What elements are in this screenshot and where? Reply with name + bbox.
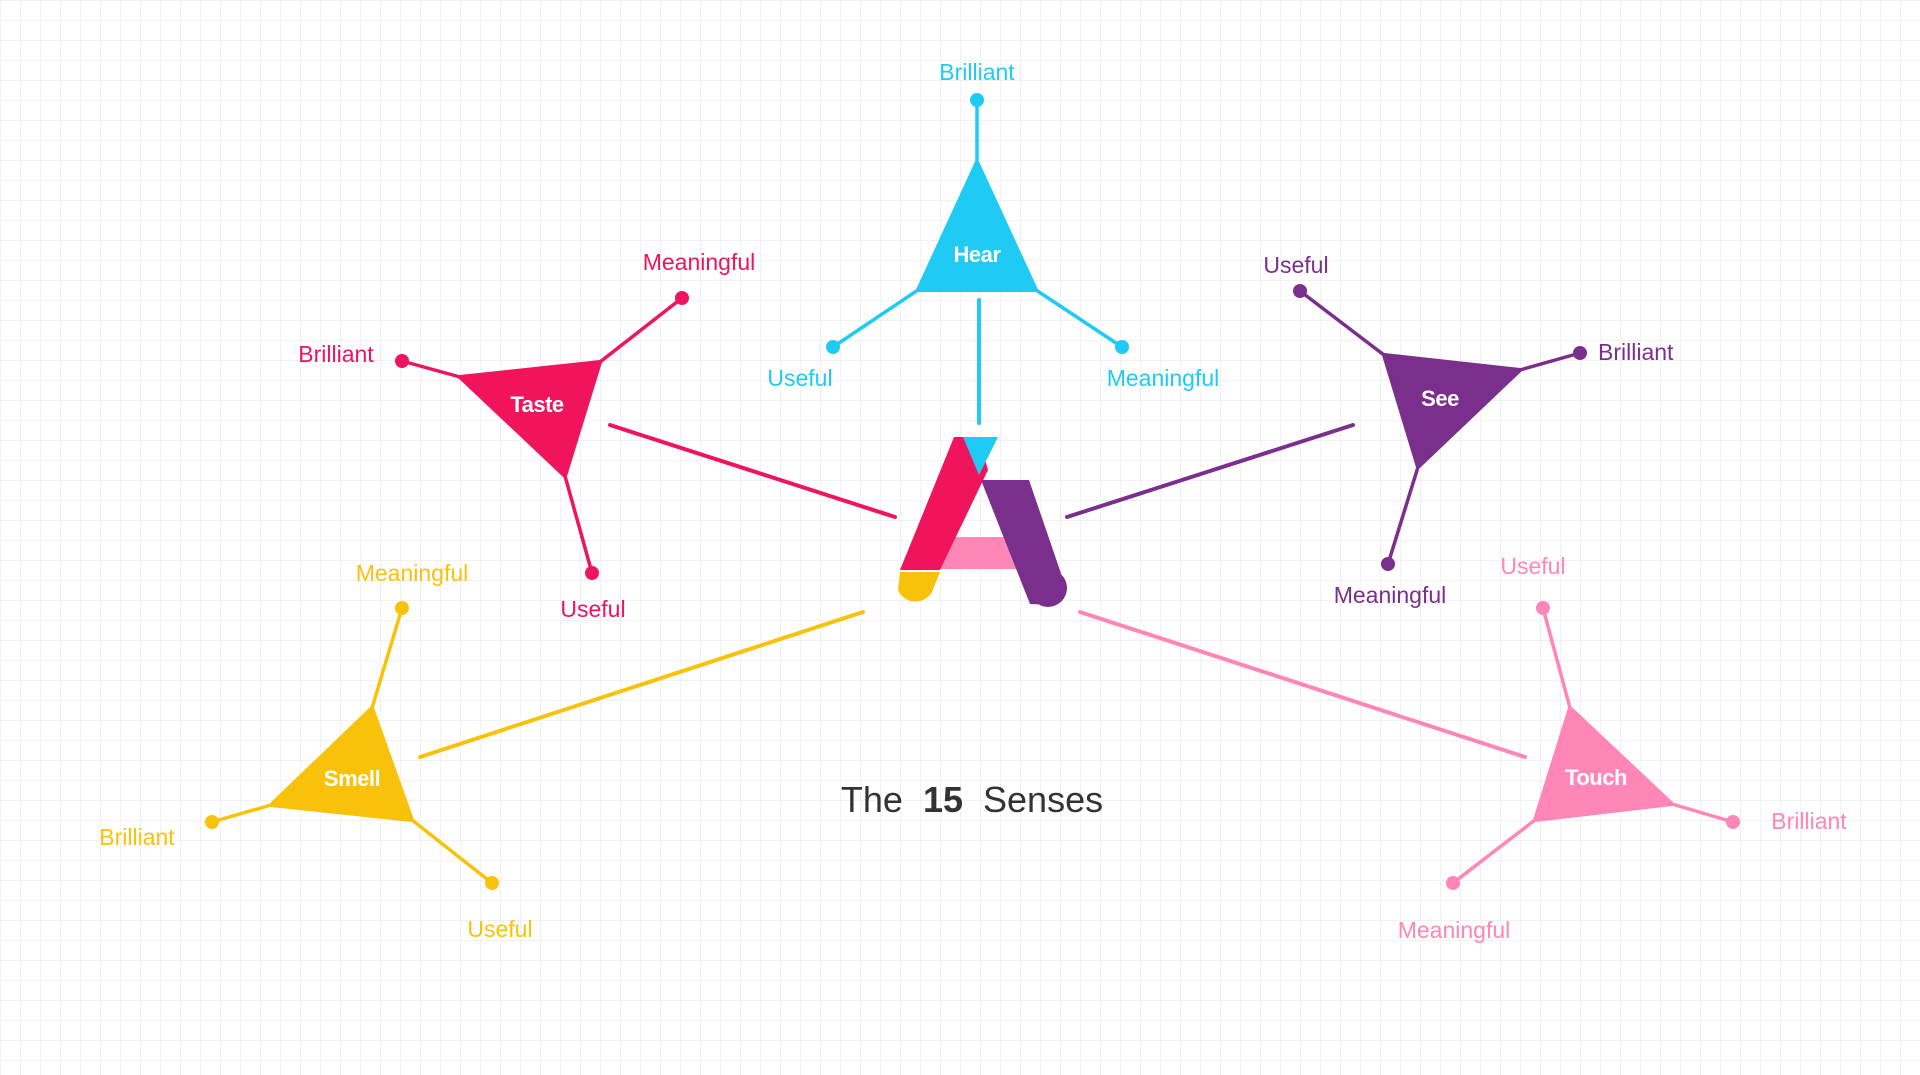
touch-sense-name: Touch <box>1565 765 1627 790</box>
hear-triangle <box>916 160 1038 292</box>
hear-label-meaningful: Meaningful <box>1107 365 1220 391</box>
touch-label-brilliant: Brilliant <box>1771 808 1847 834</box>
hear-label-useful: Useful <box>767 365 832 391</box>
taste-node-dot <box>675 291 689 305</box>
touch-triangle <box>1533 706 1674 822</box>
taste-label-brilliant: Brilliant <box>298 341 374 367</box>
hear-node-dot <box>970 93 984 107</box>
see-arm <box>1298 289 1386 357</box>
smell-triangle <box>269 706 414 822</box>
taste-arm <box>598 296 684 364</box>
smell-arm <box>370 606 404 710</box>
taste-node-dot <box>585 566 599 580</box>
see-triangle <box>1382 353 1522 469</box>
smell-label-useful: Useful <box>467 916 532 942</box>
see-node-dot <box>1293 284 1307 298</box>
title-suffix: Senses <box>983 779 1103 820</box>
connector-lines <box>418 298 1527 759</box>
see-sense-name: See <box>1421 386 1459 411</box>
title-prefix: The <box>841 779 903 820</box>
touch-arm <box>1451 818 1537 885</box>
see-label-useful: Useful <box>1263 252 1328 278</box>
logo-left-foot <box>898 572 940 602</box>
hear-arm <box>831 288 920 349</box>
smell-sense-name: Smell <box>324 766 380 791</box>
taste-sense-name: Taste <box>510 392 564 417</box>
smell-connector-line <box>418 610 865 759</box>
touch-arm <box>1670 802 1735 824</box>
smell-label-brilliant: Brilliant <box>99 824 175 850</box>
touch-label-useful: Useful <box>1500 553 1565 579</box>
see-node-dot <box>1573 346 1587 360</box>
taste-triangle <box>458 360 602 478</box>
see-arm <box>1518 351 1582 372</box>
touch-label-meaningful: Meaningful <box>1398 917 1511 943</box>
logo-left-stroke <box>900 437 988 570</box>
logo-top <box>963 437 998 475</box>
hear-node-dot <box>1115 340 1129 354</box>
taste-node-dot <box>395 354 409 368</box>
touch-node-dot <box>1446 876 1460 890</box>
smell-arm <box>410 818 494 885</box>
hear-arm <box>1034 288 1124 349</box>
hear-node-dot <box>826 340 840 354</box>
taste-connector-line <box>608 423 897 519</box>
logo-right-foot <box>1029 569 1067 607</box>
hear-sense-name: Hear <box>954 242 1002 267</box>
see-label-brilliant: Brilliant <box>1598 339 1674 365</box>
see-node-dot <box>1381 557 1395 571</box>
title-number: 15 <box>923 779 963 820</box>
touch-node-dot <box>1726 815 1740 829</box>
see-label-meaningful: Meaningful <box>1334 582 1447 608</box>
touch-arm <box>1541 606 1572 710</box>
hear-label-brilliant: Brilliant <box>939 59 1015 85</box>
page-title: The 15 Senses <box>841 779 1103 820</box>
smell-label-meaningful: Meaningful <box>356 560 469 586</box>
smell-node-dot <box>395 601 409 615</box>
see-connector-line <box>1065 423 1355 519</box>
touch-connector-line <box>1078 610 1527 759</box>
taste-label-useful: Useful <box>560 596 625 622</box>
smell-node-dot <box>485 876 499 890</box>
a-logo <box>898 437 1067 607</box>
see-arm <box>1386 465 1420 566</box>
taste-label-meaningful: Meaningful <box>643 249 756 275</box>
smell-arm <box>210 803 273 824</box>
smell-node-dot <box>205 815 219 829</box>
taste-arm <box>563 474 594 575</box>
touch-node-dot <box>1536 601 1550 615</box>
taste-arm <box>400 359 462 379</box>
